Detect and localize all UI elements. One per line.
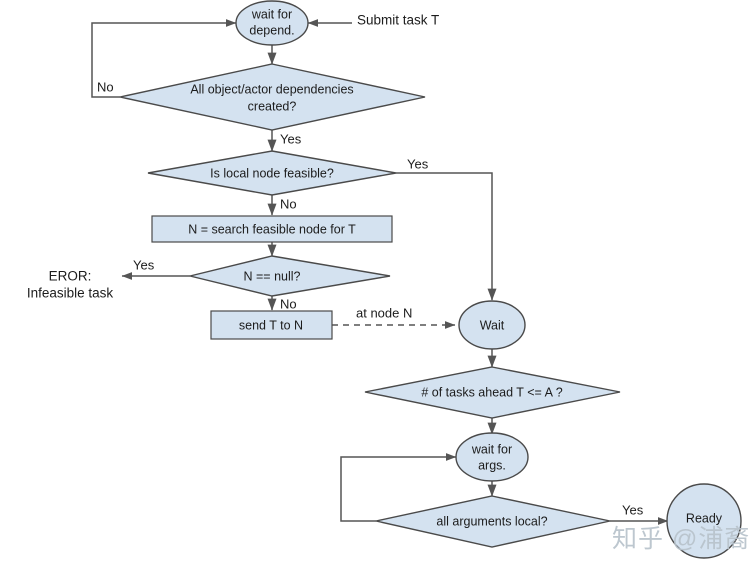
node-n-equals-null-label: N == null? xyxy=(244,269,301,283)
label-local-feasible-no: No xyxy=(280,196,297,211)
node-search-feasible-node[interactable]: N = search feasible node for T xyxy=(151,215,393,243)
node-tasks-ahead-label: # of tasks ahead T <= A ? xyxy=(421,385,562,399)
label-local-feasible-yes: Yes xyxy=(407,156,429,171)
node-all-arguments-local-label: all arguments local? xyxy=(436,514,547,528)
edge-all-args-local-loopback xyxy=(340,453,457,522)
node-send-task-to-node-label: send T to N xyxy=(239,318,303,332)
node-tasks-ahead-check[interactable]: # of tasks ahead T <= A ? xyxy=(364,366,621,419)
node-wait-for-depend-line1: wait for xyxy=(251,7,292,21)
node-wait-for-depend[interactable]: wait for depend. xyxy=(235,0,309,46)
node-wait[interactable]: Wait xyxy=(458,300,526,350)
node-wait-for-depend-line2: depend. xyxy=(249,23,294,37)
node-send-task-to-node[interactable]: send T to N xyxy=(210,310,333,340)
node-wait-for-args[interactable]: wait for args. xyxy=(455,432,529,482)
node-wait-label: Wait xyxy=(480,318,505,332)
node-all-dependencies-created[interactable]: All object/actor dependencies created? xyxy=(119,63,426,131)
node-wait-for-args-line1: wait for xyxy=(471,442,512,456)
edge-dependencies-no-loopback xyxy=(91,19,237,98)
node-is-local-node-feasible[interactable]: Is local node feasible? xyxy=(147,150,397,196)
node-wait-for-args-line2: args. xyxy=(478,458,506,472)
node-all-arguments-local[interactable]: all arguments local? xyxy=(375,495,611,548)
label-submit-task: Submit task T xyxy=(357,13,439,28)
label-error-line2: Infeasible task xyxy=(27,286,114,301)
label-dependencies-yes: Yes xyxy=(280,131,302,146)
node-ready[interactable]: Ready xyxy=(666,483,742,559)
label-at-node-n: at node N xyxy=(356,305,412,320)
node-all-dependencies-line1: All object/actor dependencies xyxy=(190,82,353,96)
node-ready-label: Ready xyxy=(686,511,723,525)
label-all-args-yes: Yes xyxy=(622,502,644,517)
node-is-local-node-feasible-label: Is local node feasible? xyxy=(210,166,334,180)
label-null-no: No xyxy=(280,296,297,311)
node-all-dependencies-line2: created? xyxy=(248,99,297,113)
label-dependencies-no: No xyxy=(97,79,114,94)
node-search-feasible-node-label: N = search feasible node for T xyxy=(188,222,356,236)
label-error-line1: EROR: xyxy=(49,269,92,284)
edge-local-feasible-yes-to-wait xyxy=(396,172,497,301)
node-n-equals-null[interactable]: N == null? xyxy=(189,255,391,297)
label-null-yes: Yes xyxy=(133,257,155,272)
